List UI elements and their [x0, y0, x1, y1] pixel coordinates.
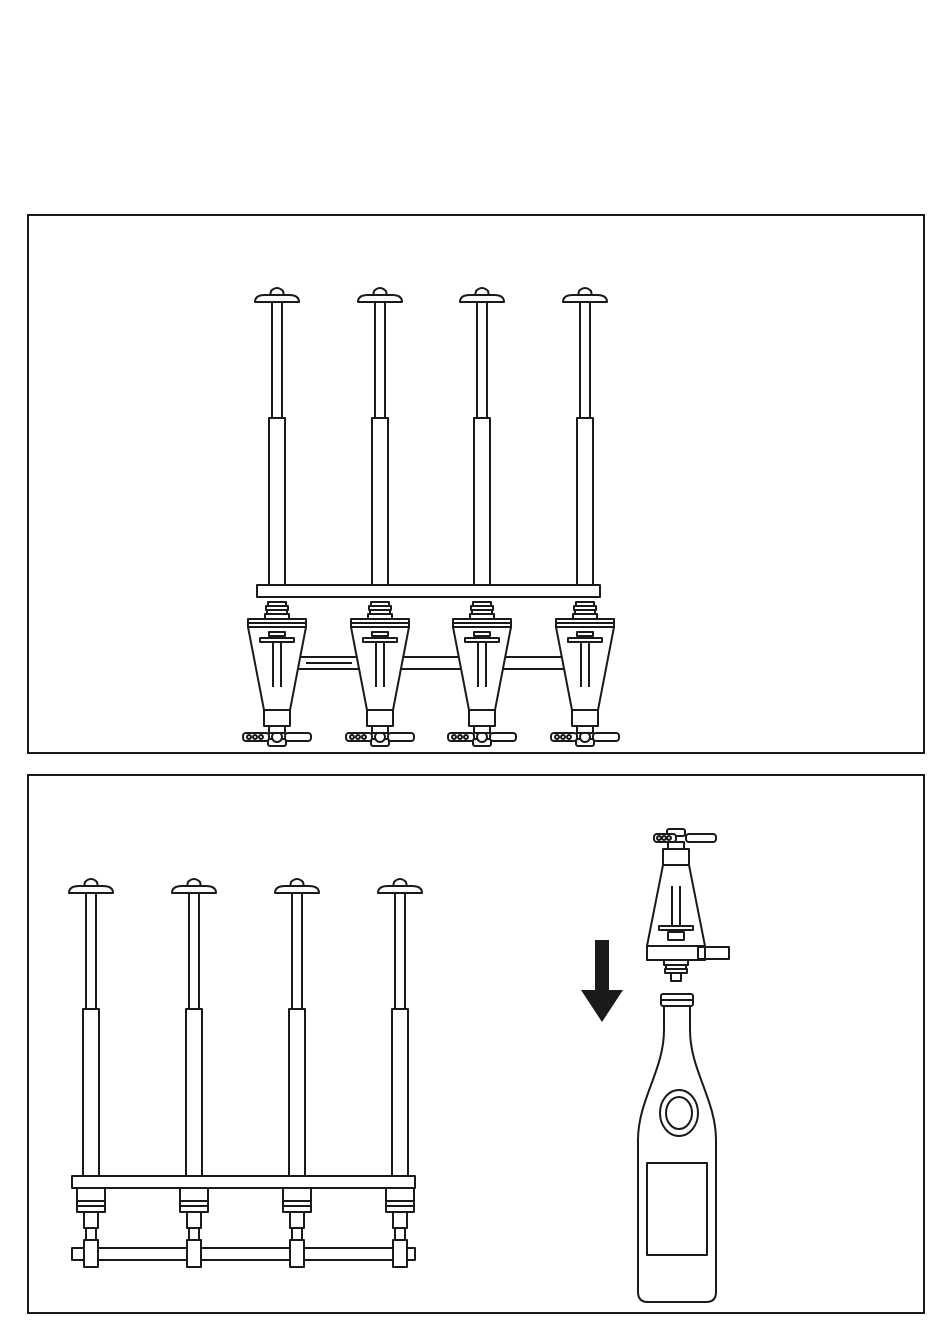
bottle-body-label	[647, 1163, 707, 1255]
rack-rod-4	[563, 288, 607, 590]
empty-rack-icon	[69, 879, 422, 1267]
hanging-stopper-3	[448, 602, 516, 746]
bottle-neck-label-inner	[666, 1097, 692, 1129]
empty-rack-rod-2	[172, 879, 216, 1181]
rack-top-rail	[257, 585, 600, 597]
empty-rack-top-rail	[72, 1176, 415, 1188]
down-arrow-icon	[581, 940, 623, 1022]
stopper-rack-icon	[243, 288, 619, 746]
empty-rack-rod-4	[378, 879, 422, 1181]
empty-rack-rod-1	[69, 879, 113, 1181]
placing-stopper	[647, 829, 729, 981]
empty-rack-rod-3	[275, 879, 319, 1181]
rack-rod-2	[358, 288, 402, 590]
rack-rod-1	[255, 288, 299, 590]
bottle-stopper-icon	[647, 829, 729, 981]
panel-rack-with-stoppers	[28, 215, 924, 753]
rack-rod-3	[460, 288, 504, 590]
bottle-body	[638, 1006, 716, 1302]
empty-rack-bottom-rail	[72, 1248, 415, 1260]
hanging-stopper-4	[551, 602, 619, 746]
wine-bottle-icon	[638, 994, 716, 1302]
panel-stopper-onto-bottle	[28, 775, 924, 1313]
hanging-stopper-2	[346, 602, 414, 746]
hanging-stopper-1	[243, 602, 311, 746]
panel-2-frame	[28, 775, 924, 1313]
bottle-stopper-icon	[243, 602, 619, 746]
